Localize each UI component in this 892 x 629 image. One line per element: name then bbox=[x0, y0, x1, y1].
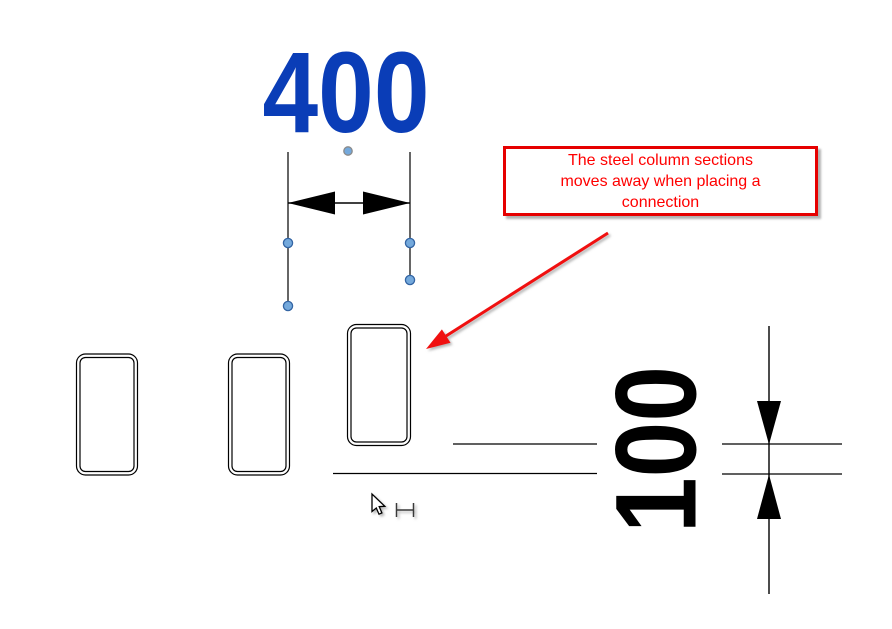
dimension-arrowhead-bottom bbox=[757, 474, 781, 519]
mouse-cursor bbox=[371, 492, 415, 517]
steel-column-section-1[interactable] bbox=[75, 353, 139, 476]
annotation-line-2: moves away when placing a bbox=[560, 173, 761, 190]
leader-arrowhead bbox=[426, 329, 451, 349]
dimension-grip[interactable] bbox=[282, 300, 294, 312]
dimension-arrowhead-right bbox=[363, 191, 410, 215]
dimension-grip[interactable] bbox=[282, 237, 294, 249]
steel-column-section-2[interactable] bbox=[227, 353, 291, 476]
arrow-pointer-icon bbox=[371, 492, 387, 516]
annotation-line-3: connection bbox=[621, 194, 700, 211]
beam-reference-lines[interactable] bbox=[333, 443, 842, 475]
dimension-value-100[interactable]: 100 bbox=[592, 366, 721, 533]
callout-leader-arrow[interactable] bbox=[426, 231, 609, 349]
dimension-tool-icon bbox=[395, 503, 415, 517]
width-dimension-graphics[interactable] bbox=[282, 146, 416, 312]
dimension-arrowhead-left bbox=[288, 191, 335, 215]
height-dimension-graphics[interactable] bbox=[757, 326, 781, 594]
annotation-callout-box[interactable]: The steel column sections moves away whe… bbox=[503, 146, 818, 216]
annotation-line-1: The steel column sections bbox=[568, 152, 753, 169]
dimension-arrowhead-top bbox=[757, 401, 781, 445]
steel-column-section-3-displaced[interactable] bbox=[346, 323, 412, 447]
dimension-grip[interactable] bbox=[404, 237, 416, 249]
dimension-text-grip[interactable] bbox=[343, 146, 353, 156]
dimension-grip[interactable] bbox=[404, 274, 416, 286]
dimension-value-400[interactable]: 400 bbox=[262, 29, 430, 157]
